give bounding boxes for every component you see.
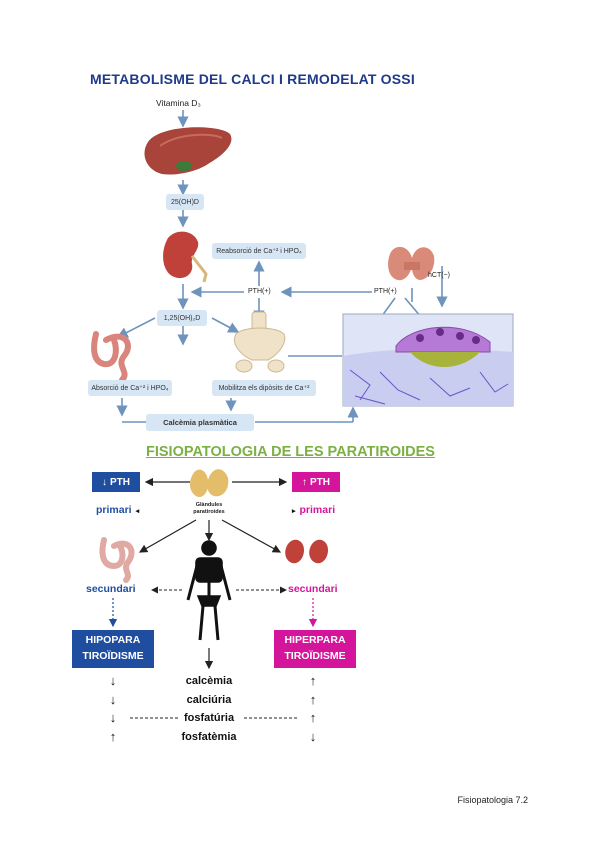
arrow-up-icon: ↑: [302, 476, 307, 488]
pth-low-label: PTH: [110, 476, 130, 488]
left-arrow-fosfatemia: ↑: [109, 729, 117, 744]
pth-high-label: PTH: [310, 476, 330, 488]
primary-left-label: primari◂: [96, 504, 140, 516]
right-arrow-calcemia: ↑: [309, 673, 317, 688]
page-footer: Fisiopatologia 7.2: [457, 795, 528, 805]
param-calcemia: calcèmia: [185, 675, 233, 687]
absorption-box: Absorció de Ca⁺² i HPO₄: [88, 380, 172, 396]
arrow-down-icon: ↓: [102, 476, 107, 488]
25ohd-box: 25(OH)D: [166, 194, 204, 210]
left-arrow-calciuria: ↓: [109, 692, 117, 707]
pth-center-label: PTH(+): [248, 288, 271, 295]
hypo-line1: HIPOPARA: [85, 634, 141, 646]
pth-low-badge: ↓PTH: [92, 472, 140, 492]
hyper-line2: TIROÏDISME: [284, 650, 346, 662]
intestine-icon-2: [99, 537, 135, 583]
thyroid-icon: [388, 246, 435, 281]
liver-icon: [144, 127, 232, 175]
glands-label: Glàndules paratiroides: [193, 502, 225, 515]
hyperparathyroidism-box: HIPERPARA TIROÏDISME: [274, 630, 356, 668]
hypo-line2: TIROÏDISME: [82, 650, 144, 662]
param-fosfaturia: fosfatúria: [183, 712, 235, 724]
mobilize-box: Mobilitza els dipòsits de Ca⁺²: [212, 380, 316, 396]
kidney-icon: [163, 231, 208, 283]
reabsorption-box: Reabsorció de Ca⁺² i HPO₄: [212, 243, 306, 259]
section1-title: METABOLISME DEL CALCI I REMODELAT OSSI: [90, 71, 415, 87]
right-arrow-calciuria: ↑: [309, 692, 317, 707]
dihydroxy-box: 1,25(OH)₂D: [157, 310, 207, 326]
secondary-left-label: secundari: [86, 583, 136, 595]
bone-tissue-illustration: [342, 313, 514, 407]
param-calciuria: calciúria: [186, 694, 232, 706]
left-arrow-fosfaturia: ↓: [109, 710, 117, 725]
parathyroid-glands-icon: [189, 469, 229, 498]
pelvis-icon: [234, 311, 286, 373]
param-fosfatemia: fosfatèmia: [181, 731, 237, 743]
pth-right-label: PTH(+): [374, 288, 397, 295]
secondary-right-label: secundari: [288, 583, 338, 595]
primary-right-label: ▸primari: [292, 504, 336, 516]
section2-title: FISIOPATOLOGIA DE LES PARATIROIDES: [146, 444, 435, 460]
intestine-icon: [91, 331, 131, 383]
hct-label: hCT(−): [428, 272, 450, 279]
right-arrow-fosfaturia: ↑: [309, 710, 317, 725]
skeleton-icon: [186, 540, 232, 641]
pth-high-badge: ↑PTH: [292, 472, 340, 492]
hypoparathyroidism-box: HIPOPARA TIROÏDISME: [72, 630, 154, 668]
vitamin-d3-label: Vitamina D₃: [156, 98, 201, 108]
left-arrow-calcemia: ↓: [109, 673, 117, 688]
plasma-calcium-box: Calcèmia plasmàtica: [146, 414, 254, 431]
hyper-line1: HIPERPARA: [284, 634, 346, 646]
right-arrow-fosfatemia: ↓: [309, 729, 317, 744]
kidneys-icon-2: [285, 539, 328, 564]
